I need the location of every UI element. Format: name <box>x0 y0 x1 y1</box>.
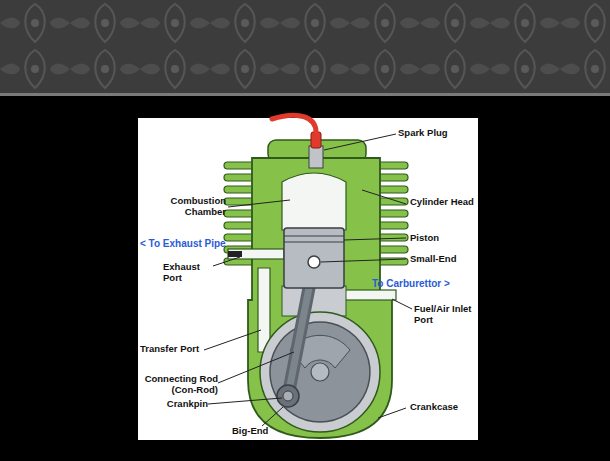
crank-disc <box>270 322 370 422</box>
part-label: Transfer Port <box>140 344 204 355</box>
part-label: Spark Plug <box>398 128 474 139</box>
exhaust-port <box>228 249 284 259</box>
part-label: Connecting Rod (Con-Rod) <box>140 374 218 395</box>
crankshaft <box>311 363 329 381</box>
flow-label: < To Exhaust Pipe <box>140 239 228 250</box>
picture-frame <box>138 118 478 440</box>
header-rule <box>0 93 610 96</box>
part-label: Small-End <box>410 254 476 265</box>
part-label: Cylinder Head <box>410 197 476 208</box>
damask-texture <box>0 0 610 93</box>
crankpin <box>283 391 293 401</box>
ht-lead <box>272 115 316 132</box>
spark-plug <box>309 146 323 168</box>
big-end <box>277 385 299 407</box>
part-label: Combustion Chamber <box>140 196 226 217</box>
inlet-port <box>344 290 396 300</box>
part-label: Big-End <box>232 426 292 437</box>
crankcase-chamber <box>260 312 380 432</box>
part-label: Crankpin <box>160 399 208 410</box>
flow-label: To Carburettor > <box>372 279 476 290</box>
transfer-port <box>258 268 270 352</box>
part-label: Exhaust Port <box>163 262 211 283</box>
piston-ring <box>284 236 344 237</box>
combustion-chamber <box>282 173 346 230</box>
small-end <box>308 256 320 268</box>
exhaust-opening <box>228 251 242 257</box>
part-label: Fuel/Air Inlet Port <box>414 304 476 325</box>
piston-ring <box>284 242 344 243</box>
piston <box>284 228 344 288</box>
part-label: Piston <box>410 233 476 244</box>
part-label: Crankcase <box>410 402 476 413</box>
header-band <box>0 0 610 93</box>
